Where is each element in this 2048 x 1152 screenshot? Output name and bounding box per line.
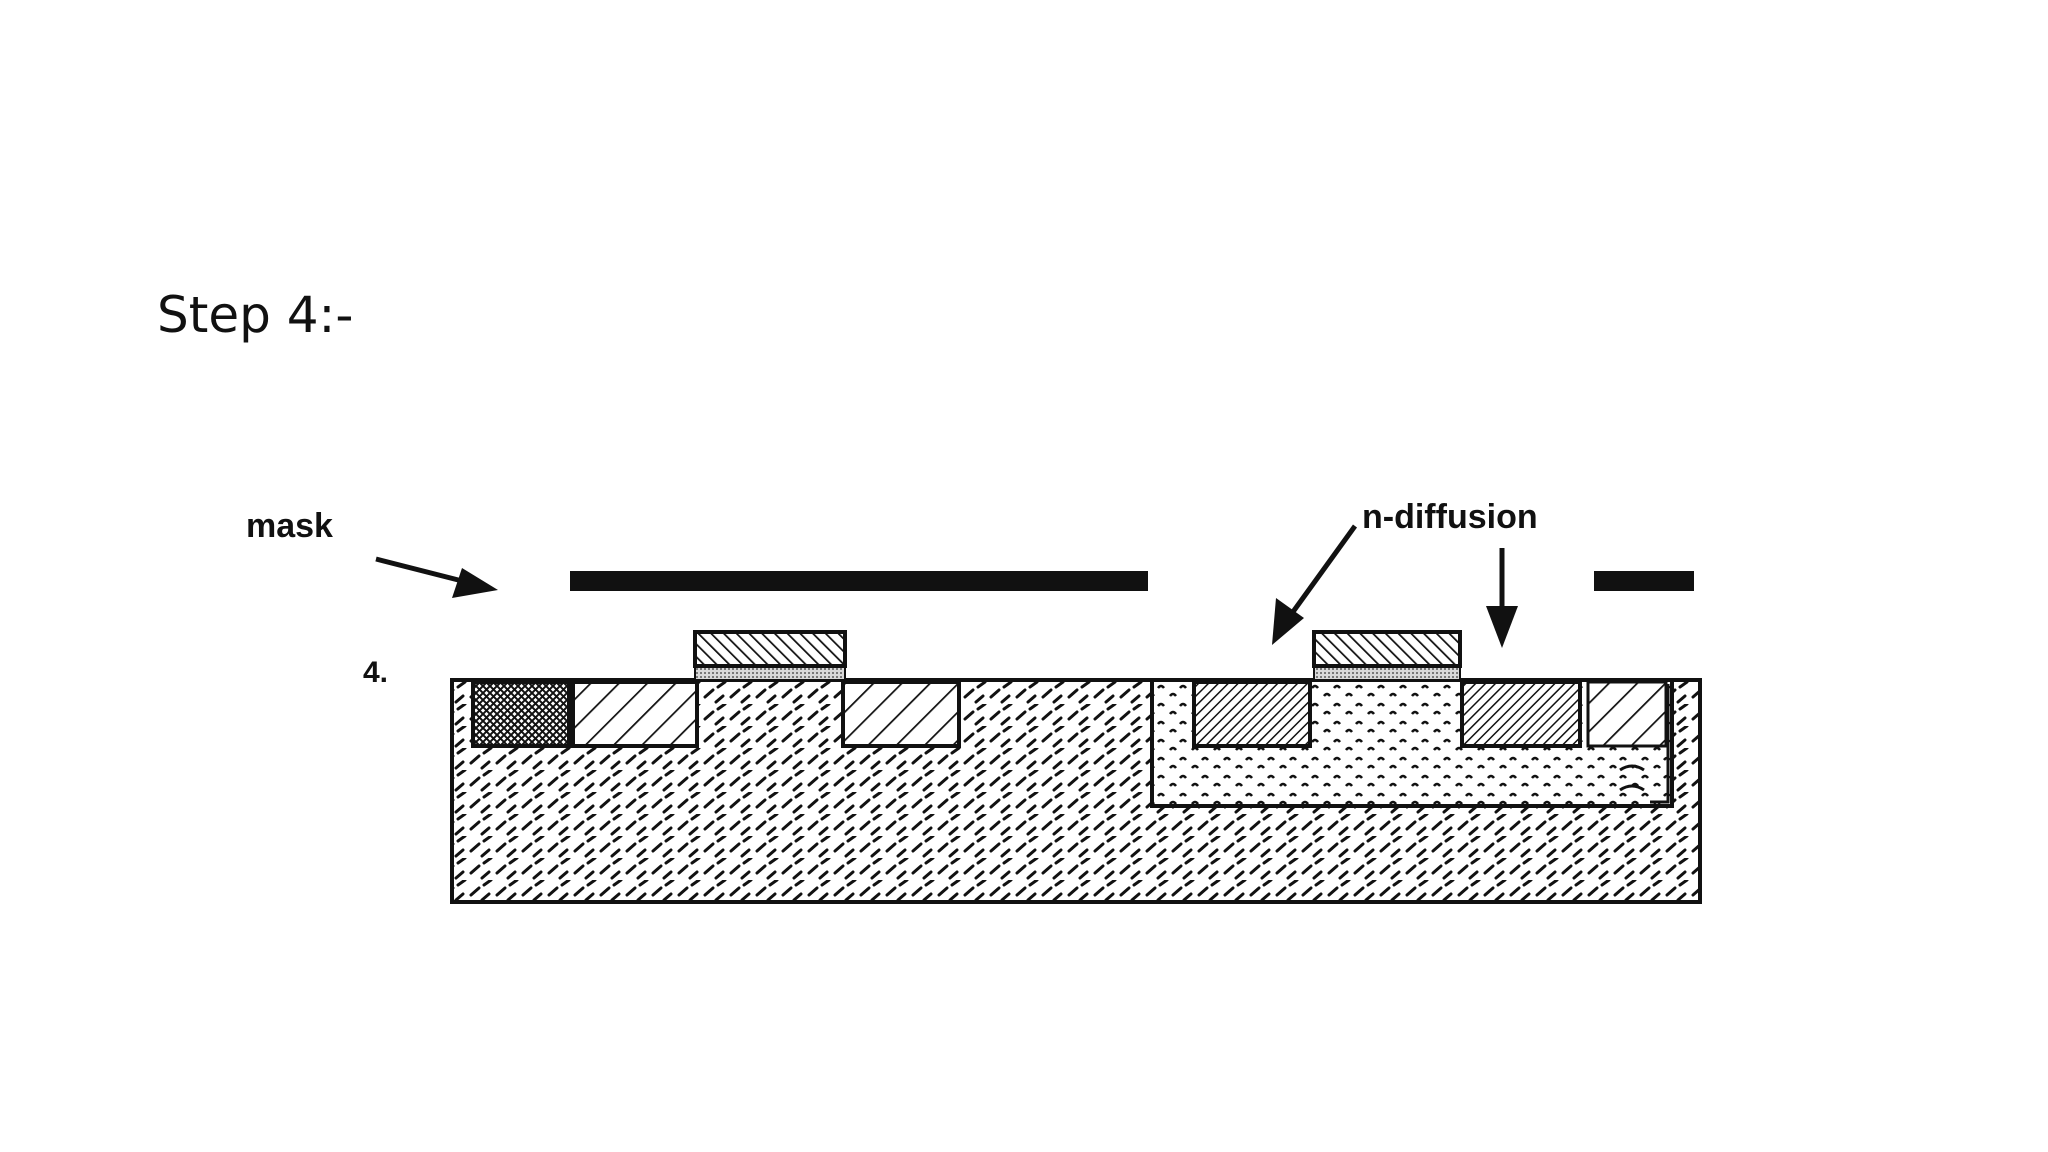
mask-bar-right [1594, 571, 1694, 591]
gate-poly-right [1312, 630, 1462, 668]
n-diffusion-arrow-right [1486, 548, 1518, 648]
mask-arrow [375, 556, 498, 598]
slide-title: Step 4:- [157, 286, 354, 344]
n-diffusion-arrow-left [1272, 524, 1358, 645]
contact-left [471, 680, 571, 748]
mask-bar-left [570, 571, 1148, 591]
gate-poly-left [693, 630, 847, 668]
hand-drawn-mark [1619, 684, 1670, 804]
n-diffusion-label: n-diffusion [1362, 498, 1538, 536]
step-number-label: 4. [363, 656, 388, 689]
n-diffusion-source [1192, 680, 1312, 748]
well-contact-right [1586, 680, 1668, 748]
diffusion-left-drain [841, 680, 961, 748]
n-diffusion-drain [1460, 680, 1582, 748]
mask-label: mask [246, 507, 333, 545]
diffusion-left-source [571, 680, 699, 748]
